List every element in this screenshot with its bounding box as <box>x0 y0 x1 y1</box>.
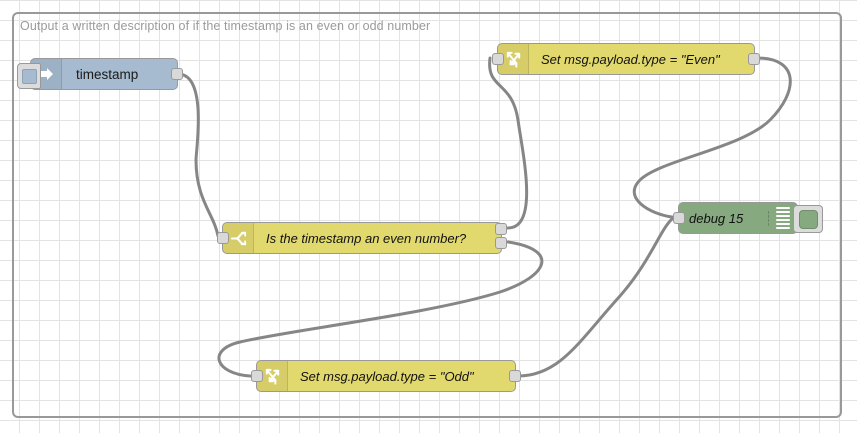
input-port[interactable] <box>217 232 229 244</box>
debug-bars-icon <box>769 203 797 233</box>
output-port-0[interactable] <box>748 53 760 65</box>
wire-switch1-to-odd <box>217 240 544 378</box>
inject-button-square-icon <box>21 68 37 84</box>
inject-trigger-button[interactable] <box>17 63 41 89</box>
node-debug[interactable]: debug 15 <box>673 202 823 234</box>
node-label: Is the timestamp an even number? <box>266 230 467 246</box>
output-port-1[interactable] <box>495 237 507 249</box>
node-label: Set msg.payload.type = "Odd" <box>300 368 474 384</box>
output-port-0[interactable] <box>171 68 183 80</box>
wire-odd-to-debug <box>516 217 674 378</box>
node-change-even[interactable]: Set msg.payload.type = "Even" <box>492 43 760 75</box>
node-label: Set msg.payload.type = "Even" <box>541 51 720 67</box>
debug-toggle-square-icon <box>798 209 818 229</box>
wire-switch0-to-even <box>488 56 529 230</box>
input-port[interactable] <box>673 212 685 224</box>
node-change-odd[interactable]: Set msg.payload.type = "Odd" <box>251 360 521 392</box>
group-label: Output a written description of if the t… <box>20 19 431 33</box>
input-port[interactable] <box>492 53 504 65</box>
debug-enable-toggle[interactable] <box>793 205 823 233</box>
node-label: timestamp <box>76 66 139 82</box>
output-port-0[interactable] <box>509 370 521 382</box>
output-port-0[interactable] <box>495 223 507 235</box>
node-switch-even-check[interactable]: Is the timestamp an even number? <box>217 222 507 254</box>
node-inject-timestamp[interactable]: timestamp <box>17 58 183 90</box>
group-box[interactable] <box>12 12 842 418</box>
input-port[interactable] <box>251 370 263 382</box>
wire-even-to-debug <box>632 56 792 219</box>
wire-inject-to-switch <box>176 72 220 238</box>
node-label: debug 15 <box>679 210 769 226</box>
